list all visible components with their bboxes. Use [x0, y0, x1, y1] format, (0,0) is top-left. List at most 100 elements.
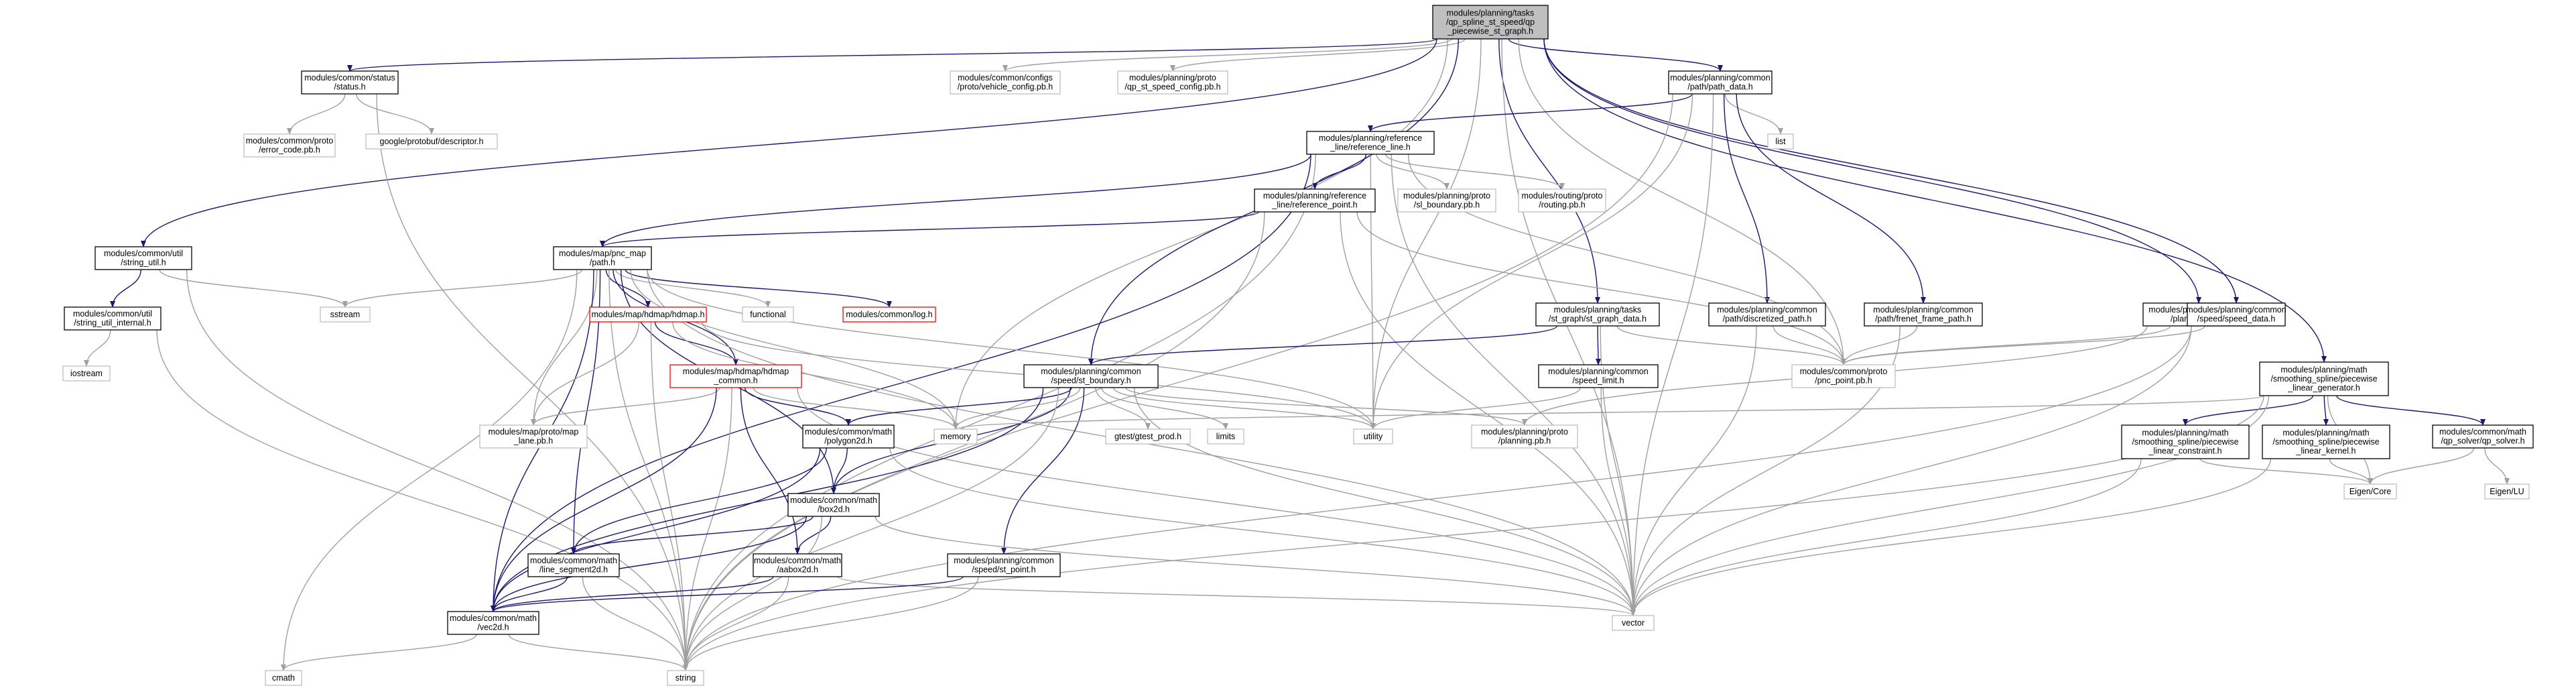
- node-box: [947, 553, 1061, 577]
- edge-reference-line-to-string: [683, 154, 1316, 671]
- graph-node-st-graph-data[interactable]: modules/planning/tasks/st_graph/st_graph…: [1535, 302, 1660, 327]
- graph-node-aabox2d[interactable]: modules/common/math/aabox2d.h: [753, 553, 842, 577]
- edge-speed-data-to-pnc-point: [1841, 325, 2205, 365]
- edge-reference-line-to-pnc-path: [600, 154, 1311, 247]
- graph-node-hdmap-common[interactable]: modules/map/hdmap/hdmap_common.h: [669, 364, 802, 388]
- graph-node-speed-limit[interactable]: modules/planning/common/speed_limit.h: [1538, 364, 1659, 388]
- node-label-line: google/protobuf/descriptor.h: [380, 137, 484, 146]
- node-box: [933, 428, 978, 445]
- edges-layer: [84, 38, 2510, 671]
- graph-node-string-util[interactable]: modules/common/util/string_util.h: [94, 246, 192, 270]
- edge-st-boundary-to-memory: [953, 387, 1081, 430]
- graph-node-speed-data[interactable]: modules/planning/common/speed/speed_data…: [2186, 302, 2287, 327]
- graph-node-st-boundary[interactable]: modules/planning/common/speed/st_boundar…: [1023, 364, 1159, 388]
- graph-node-utility: utility: [1353, 428, 1393, 445]
- node-box: [1397, 188, 1496, 213]
- edge-hdmap-to-map-lane: [531, 321, 640, 426]
- graph-node-root[interactable]: modules/planning/tasks/qp_spline_st_spee…: [1432, 5, 1549, 40]
- graph-node-routing: modules/routing/proto/routing.pb.h: [1518, 188, 1606, 213]
- edge-root-to-st-graph-data: [1498, 38, 1600, 304]
- graph-node-linear-kernel[interactable]: modules/planning/math/smoothing_spline/p…: [2262, 424, 2390, 459]
- edge-box2d-to-vec2d: [491, 516, 808, 612]
- edge-linear-generator-to-linear-kernel: [2323, 395, 2329, 426]
- node-label-line: modules/common/status: [304, 73, 395, 82]
- node-label-line: modules/planning/math: [2282, 428, 2369, 437]
- graph-node-discretized-path[interactable]: modules/planning/common/path/discretized…: [1708, 302, 1826, 327]
- edge-pnc-path-to-utility: [647, 269, 1376, 430]
- edge-frenet-frame-path-to-pnc-point: [1841, 325, 1918, 365]
- node-box: [842, 306, 936, 323]
- node-box: [301, 70, 399, 95]
- graph-node-pnc-path[interactable]: modules/map/pnc_map/path.h: [553, 246, 652, 270]
- node-label-line: /sl_boundary.pb.h: [1414, 200, 1480, 210]
- graph-node-vec2d[interactable]: modules/common/math/vec2d.h: [447, 611, 539, 635]
- edge-speed-limit-to-utility: [1370, 387, 1581, 430]
- edge-pnc-path-to-log: [625, 269, 892, 308]
- edge-aabox2d-to-vector: [837, 576, 1636, 616]
- graph-node-status[interactable]: modules/common/status/status.h: [301, 70, 399, 95]
- graph-node-box2d[interactable]: modules/common/math/box2d.h: [787, 493, 880, 517]
- node-box: [1518, 188, 1606, 213]
- node-label-line: modules/common/math: [2439, 427, 2526, 437]
- graph-node-string-util-internal[interactable]: modules/common/util/string_util_internal…: [64, 306, 162, 331]
- node-label-line: _linear_kernel.h: [2296, 446, 2356, 455]
- node-box: [365, 133, 498, 150]
- edge-st-boundary-to-st-point: [1001, 387, 1085, 555]
- node-label-line: /string_util.h: [121, 258, 166, 268]
- edge-root-to-status: [347, 38, 1437, 72]
- edge-pnc-path-to-hdmap: [605, 269, 651, 308]
- node-label-line: modules/common/util: [104, 249, 183, 258]
- node-label-line: Eigen/Core: [2349, 487, 2392, 496]
- edge-reference-line-to-vec2d: [491, 154, 1311, 612]
- graph-node-error-code: modules/common/proto/error_code.pb.h: [243, 133, 336, 158]
- graph-node-linear-constraint[interactable]: modules/planning/math/smoothing_spline/p…: [2121, 424, 2250, 459]
- graph-node-linear-generator[interactable]: modules/planning/math/smoothing_spline/p…: [2259, 361, 2389, 396]
- edge-root-to-vector: [1501, 38, 1636, 616]
- graph-node-line-segment2d[interactable]: modules/common/math/line_segment2d.h: [527, 553, 620, 577]
- node-label-line: /aabox2d.h: [777, 565, 818, 575]
- node-box: [62, 365, 111, 382]
- edge-hdmap-common-to-vector: [797, 387, 1636, 616]
- node-label-line: _linear_generator.h: [2287, 383, 2360, 392]
- edge-st-point-to-vec2d: [491, 576, 964, 612]
- edge-status-to-string: [376, 93, 688, 671]
- edge-st-graph-data-to-st-boundary: [1088, 325, 1558, 365]
- node-label-line: /speed/st_boundary.h: [1051, 376, 1131, 386]
- node-label-line: modules/planning/common: [1548, 367, 1648, 376]
- node-label-line: /speed/speed_data.h: [2197, 314, 2276, 324]
- edge-pnc-path-to-memory: [630, 269, 958, 430]
- node-box: [553, 246, 652, 270]
- edge-hdmap-common-to-aabox2d: [740, 387, 800, 555]
- node-box: [527, 553, 620, 577]
- edge-line-segment2d-to-vec2d: [491, 576, 568, 612]
- node-label-line: /qp_st_speed_config.pb.h: [1124, 82, 1220, 92]
- graph-node-reference-line[interactable]: modules/planning/reference_line/referenc…: [1306, 131, 1435, 155]
- graph-node-hdmap[interactable]: modules/map/hdmap/hdmap.h: [589, 306, 707, 323]
- edge-st-boundary-to-vec2d: [491, 387, 1044, 612]
- edge-string-util-internal-to-iostream: [84, 329, 111, 367]
- node-box: [1767, 133, 1794, 150]
- node-label-line: modules/planning/common: [1041, 367, 1141, 376]
- graph-node-reference-point[interactable]: modules/planning/reference_line/referenc…: [1254, 188, 1376, 213]
- node-label-line: modules/common/math: [450, 614, 537, 623]
- edge-root-to-memory: [953, 38, 1448, 430]
- edge-vec2d-to-cmath: [281, 634, 477, 671]
- node-label-line: /speed_limit.h: [1572, 376, 1624, 386]
- graph-node-polygon2d[interactable]: modules/common/math/polygon2d.h: [802, 424, 895, 449]
- edge-hdmap-common-to-memory: [753, 387, 958, 430]
- graph-node-log[interactable]: modules/common/log.h: [842, 306, 936, 323]
- edge-path-data-to-vector: [1630, 93, 1714, 616]
- graph-node-string: string: [667, 670, 704, 686]
- graph-node-frenet-frame-path[interactable]: modules/planning/common/path/frenet_fram…: [1864, 302, 1983, 327]
- graph-node-qp-solver[interactable]: modules/common/math/qp_solver/qp_solver.…: [2432, 424, 2534, 449]
- graph-node-path-data[interactable]: modules/planning/common/path/path_data.h: [1668, 70, 1773, 95]
- graph-node-st-point[interactable]: modules/planning/common/speed/st_point.h: [947, 553, 1061, 577]
- node-box: [243, 133, 336, 158]
- node-box: [2343, 483, 2397, 500]
- node-label-line: /line_segment2d.h: [539, 565, 608, 575]
- edge-root-to-utility: [1370, 38, 1482, 430]
- edge-pnc-path-to-cmath: [281, 269, 578, 671]
- edge-hdmap-common-to-string: [683, 387, 732, 671]
- edge-hdmap-common-to-vec2d: [491, 387, 717, 612]
- node-label-line: /status.h: [334, 82, 365, 92]
